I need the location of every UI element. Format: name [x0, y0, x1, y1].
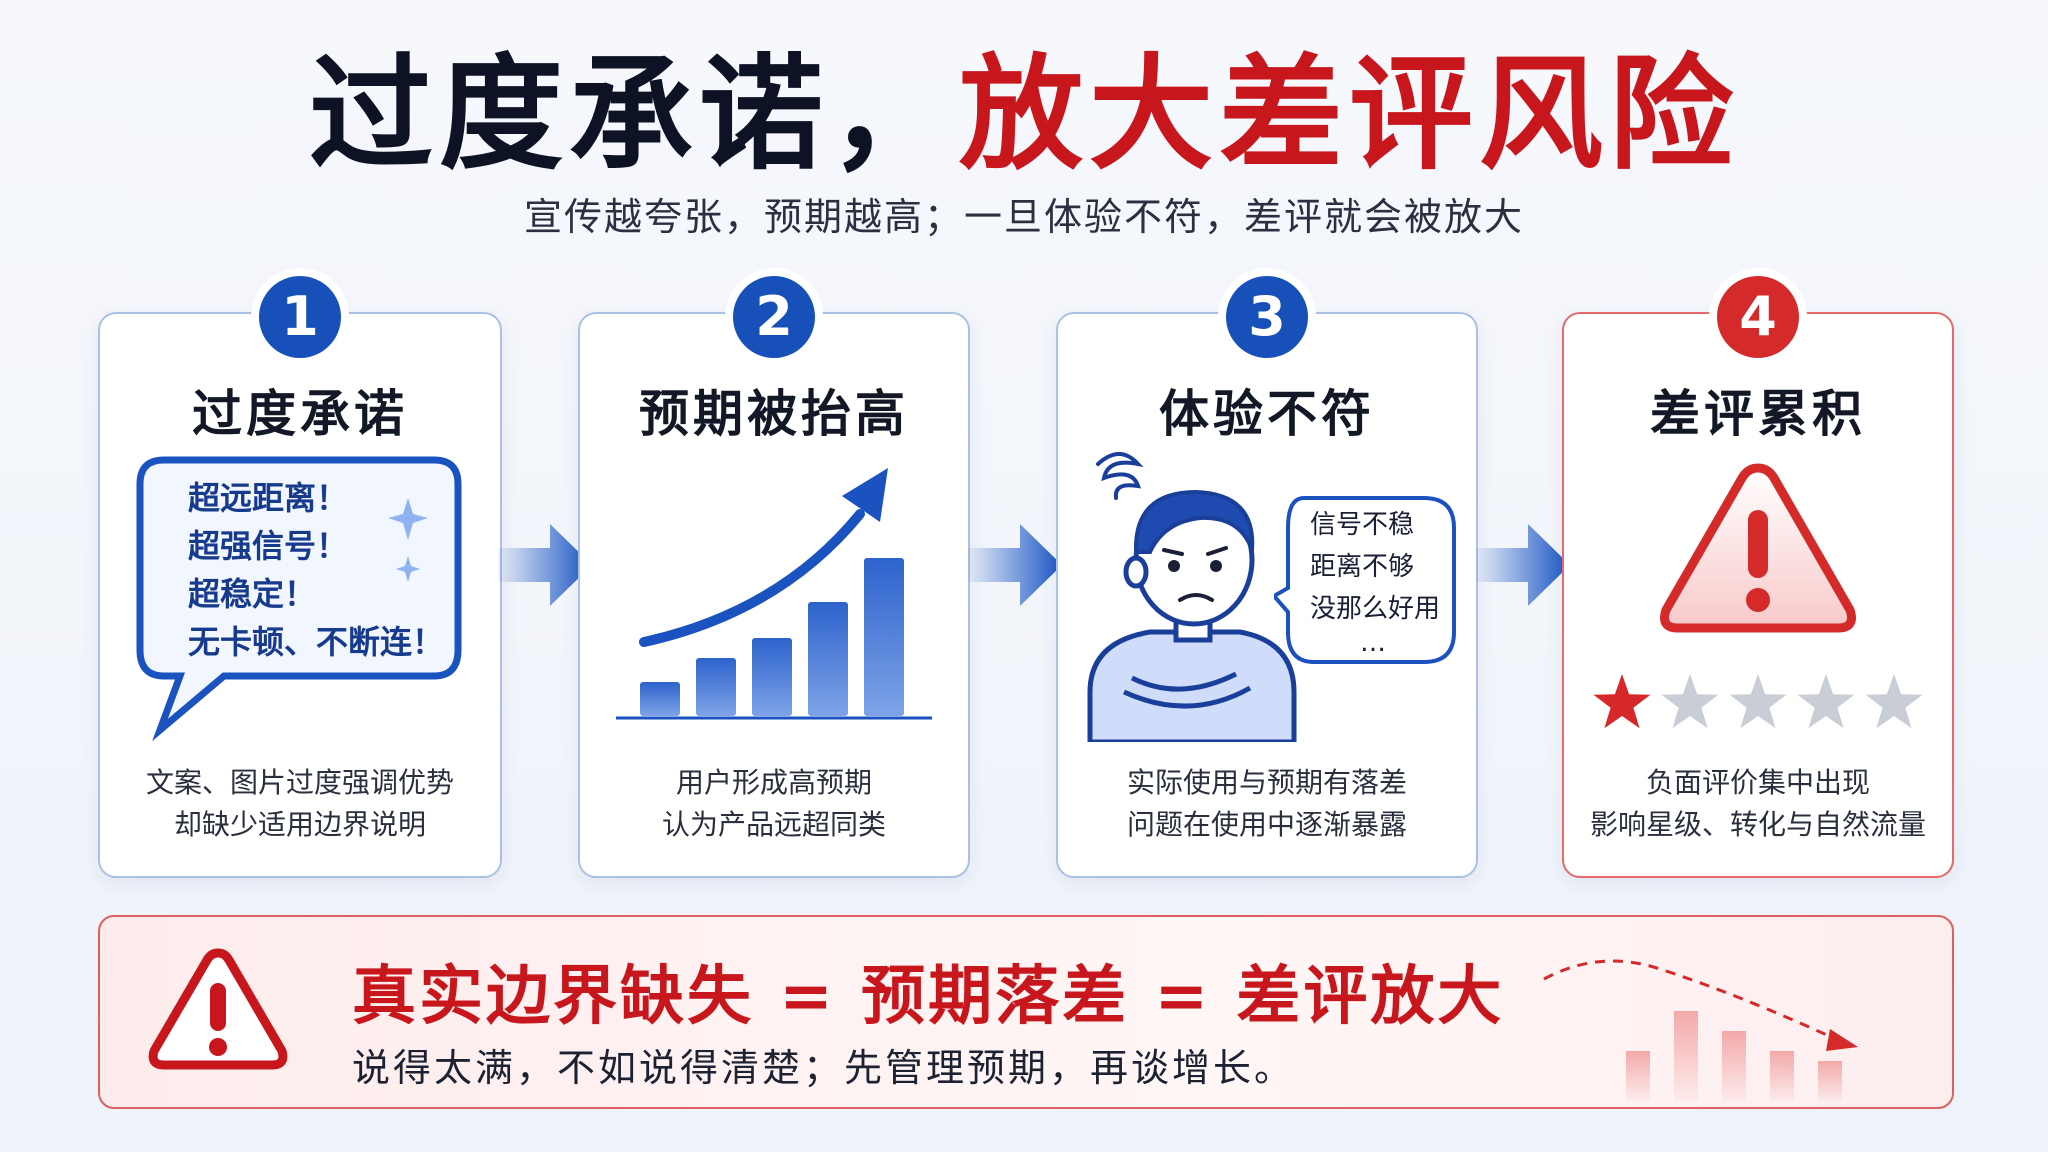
desc-line: 实际使用与预期有落差	[1126, 766, 1407, 799]
thought-line: 距离不够	[1310, 552, 1415, 582]
desc-line: 文案、图片过度强调优势	[145, 766, 454, 799]
thought-text: 信号不稳 距离不够 没那么好用 …	[1310, 504, 1440, 656]
star-empty-icon	[1729, 674, 1787, 729]
warning-triangle-icon	[148, 948, 288, 1070]
thought-line: …	[1360, 628, 1386, 658]
sparkle-icon	[388, 498, 428, 582]
step-description: 负面评价集中出现 影响星级、转化与自然流量	[1564, 762, 1952, 846]
step-description: 用户形成高预期 认为产品远超同类	[580, 762, 968, 846]
thought-line: 没那么好用	[1310, 594, 1441, 624]
conclusion-subline: 说得太满，不如说得清楚；先管理预期，再谈增长。	[352, 1046, 1296, 1090]
star-filled-icon	[1593, 674, 1651, 729]
desc-line: 却缺少适用边界说明	[173, 808, 426, 841]
step-title: 预期被抬高	[639, 385, 909, 443]
rising-bar-chart-icon	[616, 468, 932, 720]
warning-triangle-icon	[1660, 463, 1856, 633]
bubble-line: 超强信号！	[188, 527, 349, 565]
desc-line: 认为产品远超同类	[661, 808, 886, 841]
declining-trend-icon	[1543, 959, 1858, 1101]
step-card-4: 4 差评累积 负面评价集中出现 影响星级、转化与自然流量	[1562, 276, 1954, 878]
conclusion-banner: 真实边界缺失 = 预期落差 = 差评放大 说得太满，不如说得清楚；先管理预期，再…	[98, 915, 1954, 1109]
bubble-line: 超稳定！	[188, 575, 317, 613]
bubble-text: 超远距离！ 超强信号！ 超稳定！ 无卡顿、不断连！	[188, 474, 444, 666]
step-title: 体验不符	[1159, 385, 1375, 443]
desc-line: 影响星级、转化与自然流量	[1589, 808, 1926, 841]
star-empty-icon	[1865, 674, 1923, 729]
step-number-badge: 3	[1226, 276, 1308, 358]
bubble-line: 超远距离！	[188, 479, 349, 517]
step-title: 过度承诺	[192, 385, 408, 443]
step-number-badge: 2	[733, 276, 815, 358]
title-dark-part: 过度承诺，	[308, 43, 959, 187]
confused-person-icon	[1087, 452, 1297, 742]
title-red-part: 放大差评风险	[959, 43, 1740, 187]
step-title: 差评累积	[1650, 385, 1866, 443]
step-card-3: 3 体验不符 信号不稳 距离不够 没那么好用 … 实际使用与预期有落差 问题在使…	[1056, 276, 1478, 878]
bubble-line: 无卡顿、不断连！	[188, 623, 445, 661]
page-title: 过度承诺，放大差评风险	[0, 40, 2048, 190]
star-rating	[1593, 674, 1923, 729]
step-card-2: 2 预期被抬高 用户形成高预期 认为产品远超同类	[578, 276, 970, 878]
flow-arrow-icon	[1476, 524, 1570, 606]
desc-line: 用户形成高预期	[675, 766, 872, 799]
step-number-badge: 1	[259, 276, 341, 358]
star-empty-icon	[1661, 674, 1719, 729]
flow-arrow-icon	[968, 524, 1062, 606]
thought-line: 信号不稳	[1310, 510, 1415, 540]
desc-line: 问题在使用中逐渐暴露	[1126, 808, 1407, 841]
star-empty-icon	[1797, 674, 1855, 729]
step-card-1: 1 过度承诺 超远距离！ 超强信号！ 超稳定！ 无卡顿、不断连！ 文案、图片过度…	[98, 276, 502, 878]
speech-bubble-icon	[136, 456, 462, 742]
step-description: 实际使用与预期有落差 问题在使用中逐渐暴露	[1058, 762, 1476, 846]
desc-line: 负面评价集中出现	[1645, 766, 1870, 799]
conclusion-headline: 真实边界缺失 = 预期落差 = 差评放大	[352, 960, 1505, 1034]
thought-bubble-icon	[1274, 496, 1456, 664]
page-subtitle: 宣传越夸张，预期越高；一旦体验不符，差评就会被放大	[523, 195, 1524, 239]
flow-arrow-icon	[498, 524, 592, 606]
step-description: 文案、图片过度强调优势 却缺少适用边界说明	[100, 762, 500, 846]
step-number-badge: 4	[1717, 276, 1799, 358]
